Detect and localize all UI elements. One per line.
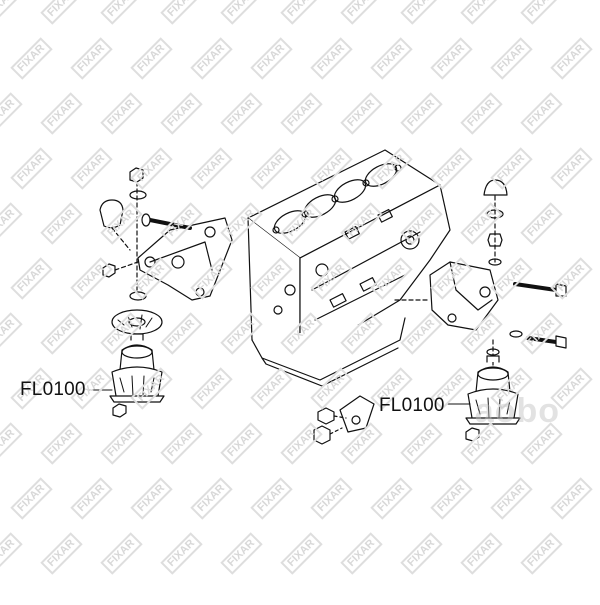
right-engine-mount [445,355,521,442]
right-mount-bracket [394,261,499,331]
part-number-label-right: FL0100 [379,395,445,416]
center-mount-pieces [313,395,375,445]
engine-block [247,149,451,387]
left-engine-mount [87,333,165,418]
part-number-label-left: FL0100 [20,379,86,400]
right-fasteners [483,179,567,367]
brand-watermark: aobo [474,392,560,430]
left-spring-plate [111,309,163,335]
left-fasteners [99,167,192,301]
